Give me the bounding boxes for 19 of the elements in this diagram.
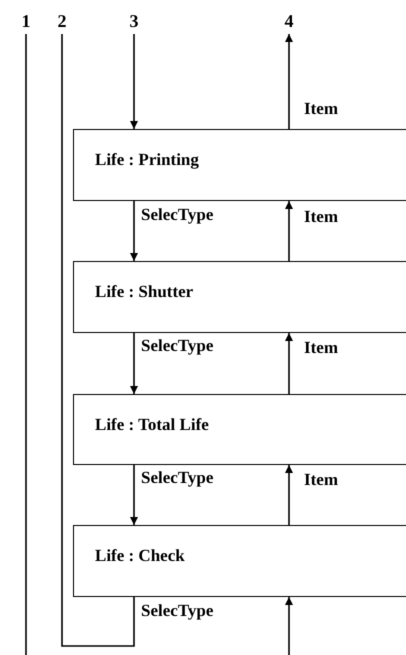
arrow	[285, 333, 293, 394]
arrow	[130, 201, 138, 261]
lane-number: 1	[16, 8, 36, 34]
connector-line	[61, 34, 135, 647]
process-box: Life : Check	[73, 525, 406, 597]
lane-number: 4	[279, 8, 299, 34]
connector-line	[25, 34, 27, 655]
lane-number: 3	[124, 8, 144, 34]
arrow	[130, 333, 138, 394]
arrow	[130, 34, 138, 129]
process-box: Life : Total Life	[73, 394, 406, 465]
arrow	[285, 34, 293, 129]
arrow	[285, 597, 293, 655]
process-box: Life : Printing	[73, 129, 406, 201]
arrow	[285, 465, 293, 525]
lane-number: 2	[52, 8, 72, 34]
arrow	[285, 201, 293, 261]
process-box: Life : Shutter	[73, 261, 406, 333]
arrow	[130, 465, 138, 525]
